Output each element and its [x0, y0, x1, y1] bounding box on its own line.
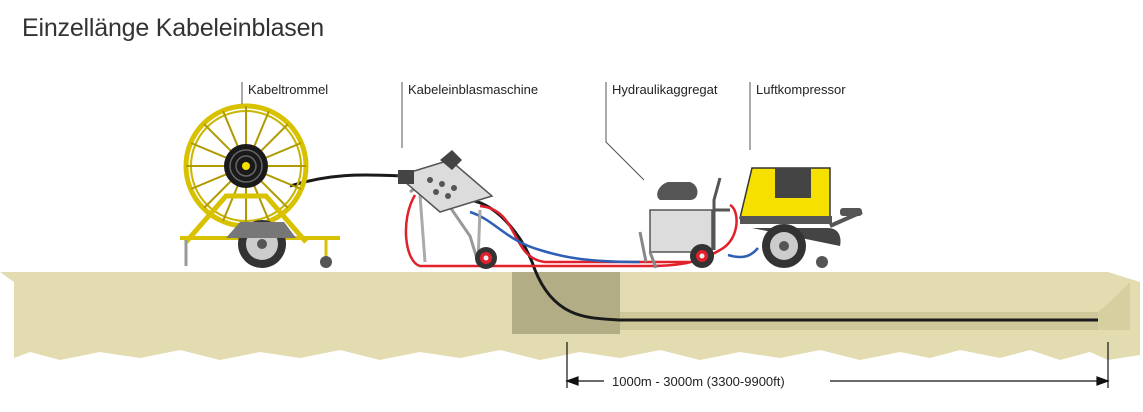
blowing-machine — [396, 150, 497, 269]
dimension-label: 1000m - 3000m (3300-9900ft) — [612, 374, 785, 389]
label-kabeltrommel: Kabeltrommel — [248, 82, 328, 97]
label-hydraulikaggregat: Hydraulikaggregat — [612, 82, 718, 97]
label-luftkompressor: Luftkompressor — [756, 82, 846, 97]
hoses — [404, 194, 759, 268]
air-compressor — [739, 167, 863, 268]
diagram-title: Einzellänge Kabeleinblasen — [22, 14, 324, 42]
label-kabeleinblasmaschine: Kabeleinblasmaschine — [408, 82, 538, 97]
hydraulic-unit — [638, 177, 730, 269]
leader-lines — [241, 82, 751, 181]
ground — [0, 272, 1140, 360]
launch-pit — [512, 272, 620, 334]
dimension-arrow — [565, 342, 1110, 388]
cable-drum — [180, 103, 340, 268]
